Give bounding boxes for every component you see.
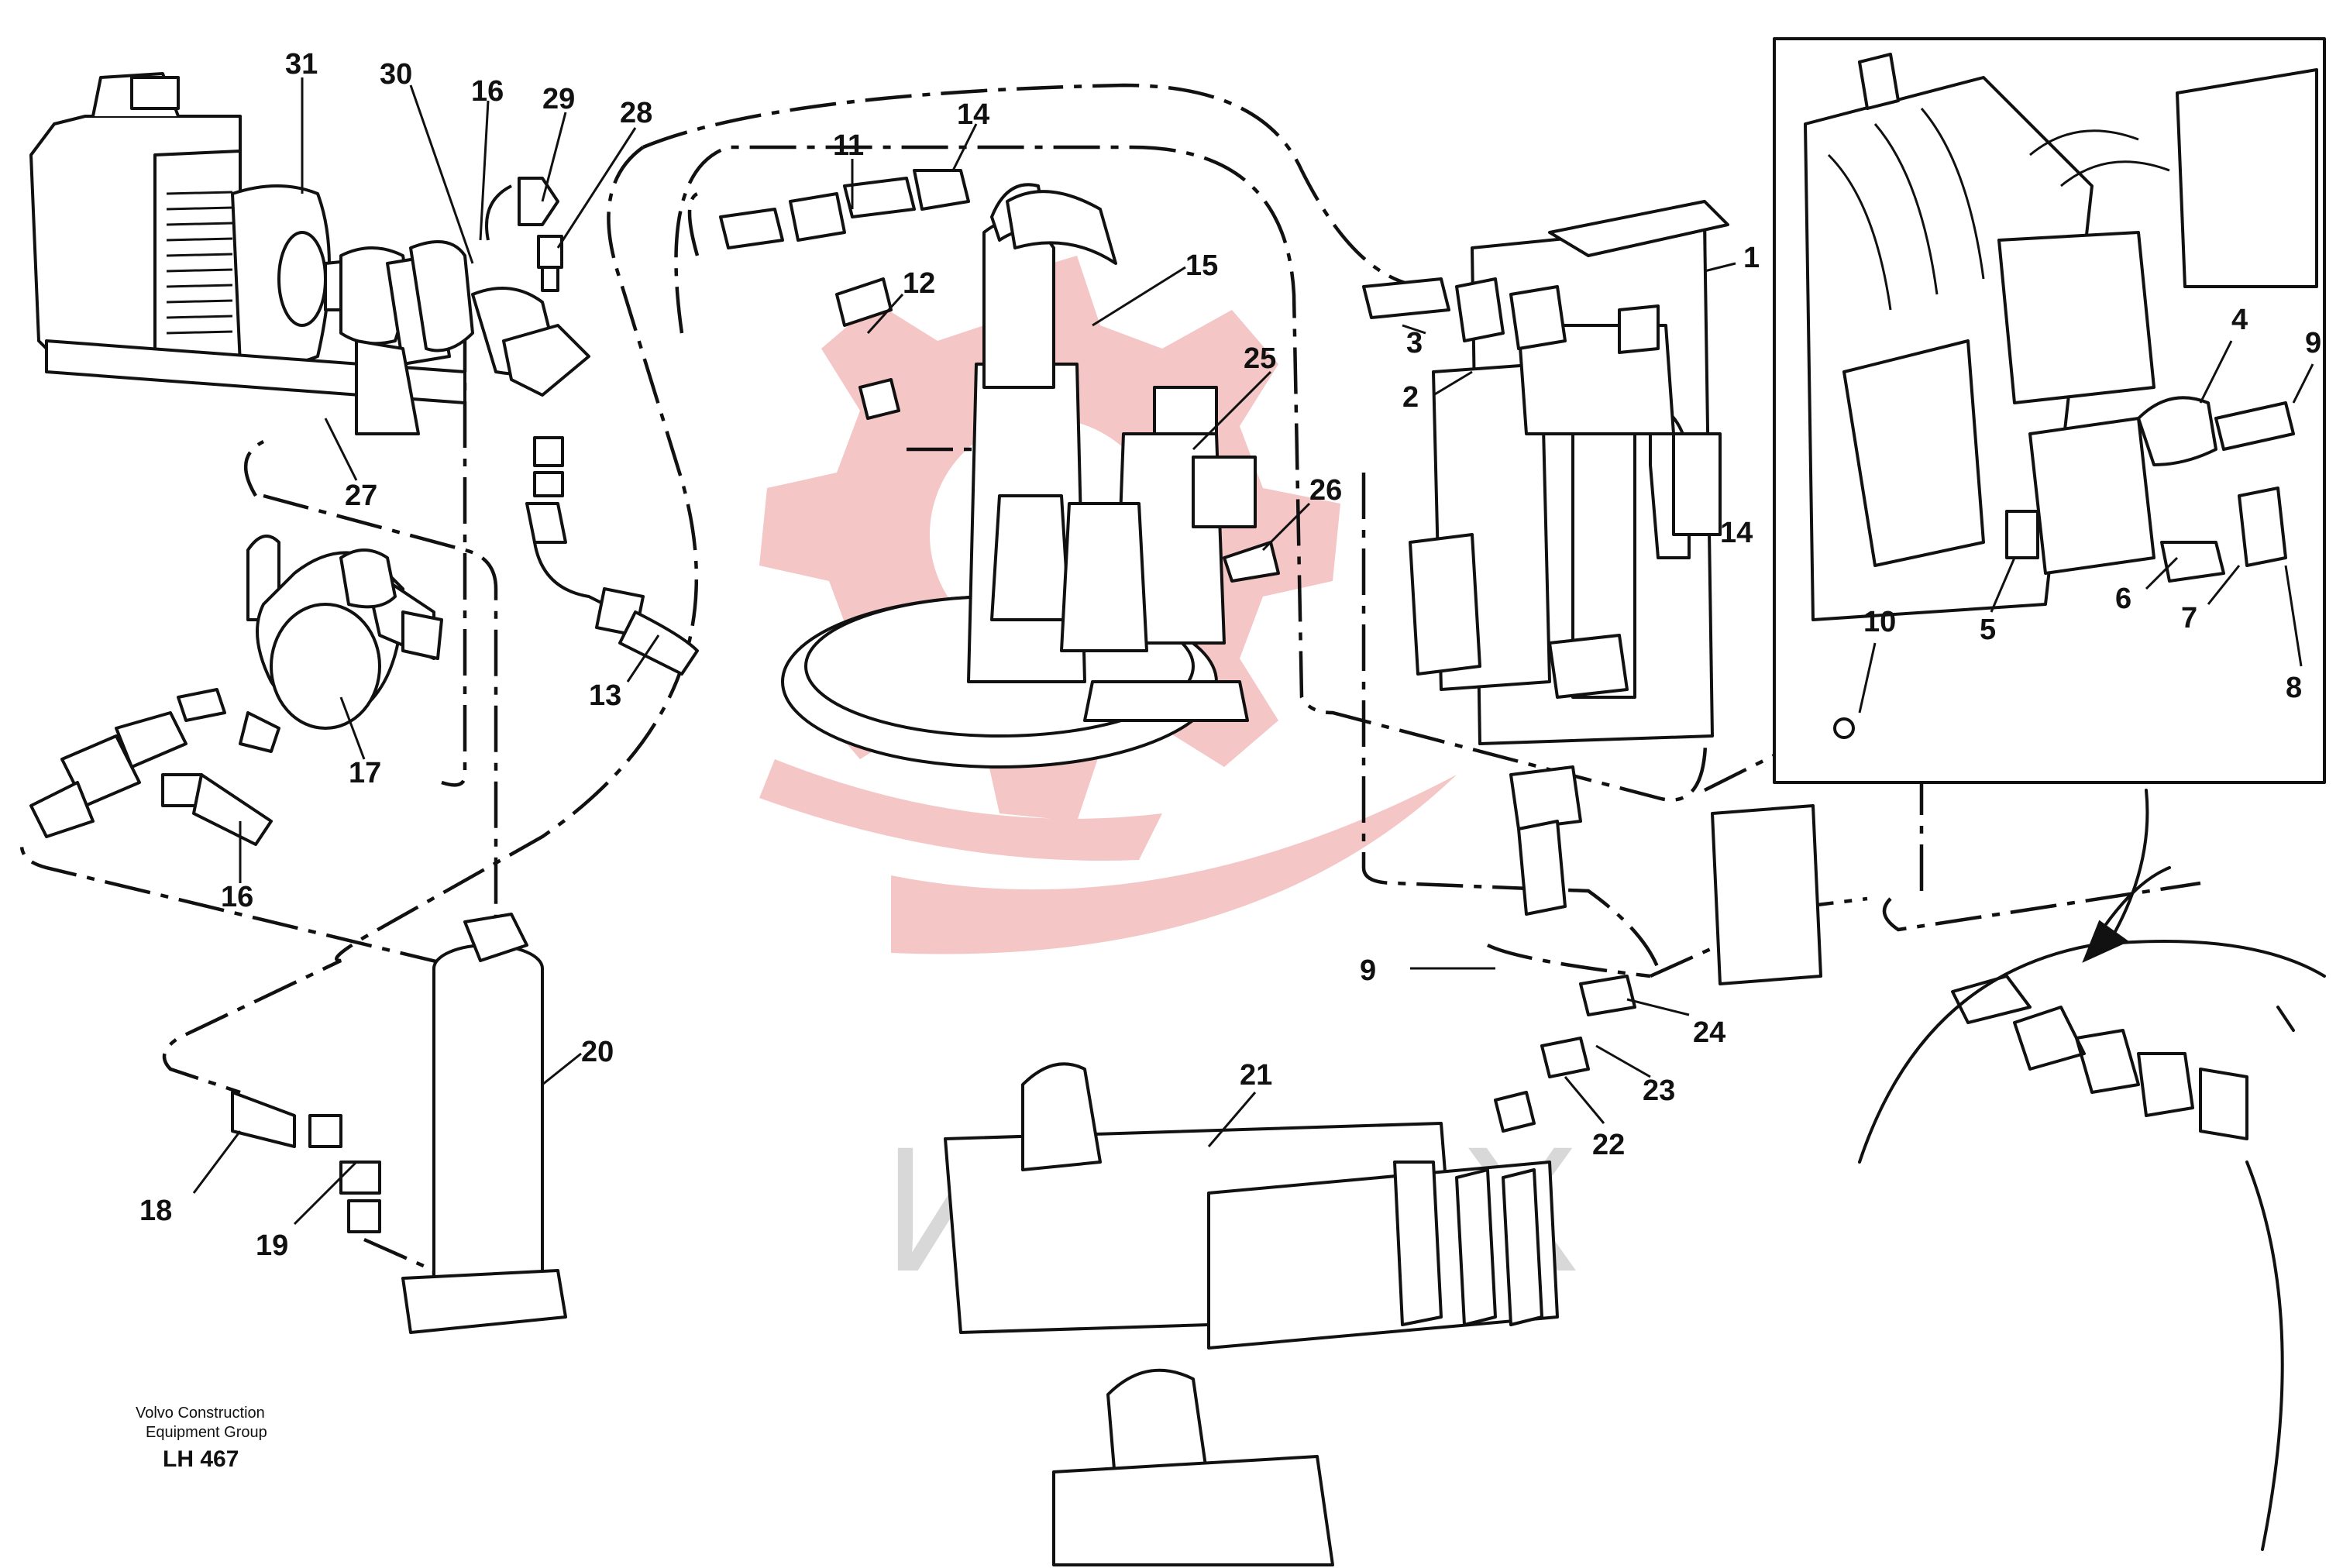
callout: 11 xyxy=(833,129,864,162)
callout: 10 xyxy=(1863,606,1896,638)
callout: 20 xyxy=(581,1036,614,1068)
valve-1 xyxy=(1362,200,1729,745)
callout: 16 xyxy=(471,75,504,108)
callout: 9 xyxy=(1360,954,1376,987)
callout: 26 xyxy=(1309,474,1342,507)
callout-labels: 31 30 16 29 28 11 14 12 15 25 27 13 26 1… xyxy=(139,48,2321,1262)
pump-17 xyxy=(29,535,443,846)
filter-20 xyxy=(401,913,567,1334)
callout: 30 xyxy=(380,58,412,91)
callout: 15 xyxy=(1185,249,1218,282)
leader-lines xyxy=(192,77,2314,1226)
engine-flywheel xyxy=(1858,866,2326,1551)
callout: 14 xyxy=(957,98,989,131)
callout: 8 xyxy=(2286,672,2302,704)
callout: 3 xyxy=(1406,327,1423,359)
callout: 4 xyxy=(2231,304,2248,336)
callout: 25 xyxy=(1244,342,1276,375)
credit-block: Volvo Construction Equipment Group LH 46… xyxy=(136,1405,267,1472)
callout: 6 xyxy=(2115,583,2131,615)
drawing-code: LH 467 xyxy=(163,1446,239,1472)
callout: 18 xyxy=(139,1195,172,1227)
detail-arrow xyxy=(2082,789,2149,963)
credit-line-2: Equipment Group xyxy=(146,1424,267,1441)
electric-motor-31 xyxy=(29,72,474,435)
callout: 19 xyxy=(256,1229,288,1262)
callout: 14 xyxy=(1720,517,1753,549)
callout: 13 xyxy=(589,679,621,712)
callout: 1 xyxy=(1743,242,1760,274)
callout: 24 xyxy=(1693,1016,1725,1049)
callout: 31 xyxy=(285,48,318,81)
callout: 16 xyxy=(221,881,253,913)
callout: 28 xyxy=(620,97,652,129)
callout: 21 xyxy=(1240,1059,1272,1092)
callout: 7 xyxy=(2181,602,2197,634)
callout: 23 xyxy=(1643,1075,1675,1107)
callout: 9 xyxy=(2305,327,2321,359)
callout: 2 xyxy=(1402,381,1419,414)
valve-block-25 xyxy=(781,183,1280,769)
callout: 5 xyxy=(1980,614,1996,646)
callout: 12 xyxy=(903,267,935,300)
credit-line-1: Volvo Construction xyxy=(136,1405,265,1422)
hose-fittings xyxy=(231,169,1822,1233)
callout: 29 xyxy=(542,83,575,115)
callout: 17 xyxy=(349,757,381,789)
pump-30 xyxy=(471,177,699,676)
callout: 27 xyxy=(345,480,377,512)
callout: 22 xyxy=(1592,1129,1625,1161)
detail-inset xyxy=(1773,37,2326,784)
control-valve-21 xyxy=(944,1062,1559,1566)
